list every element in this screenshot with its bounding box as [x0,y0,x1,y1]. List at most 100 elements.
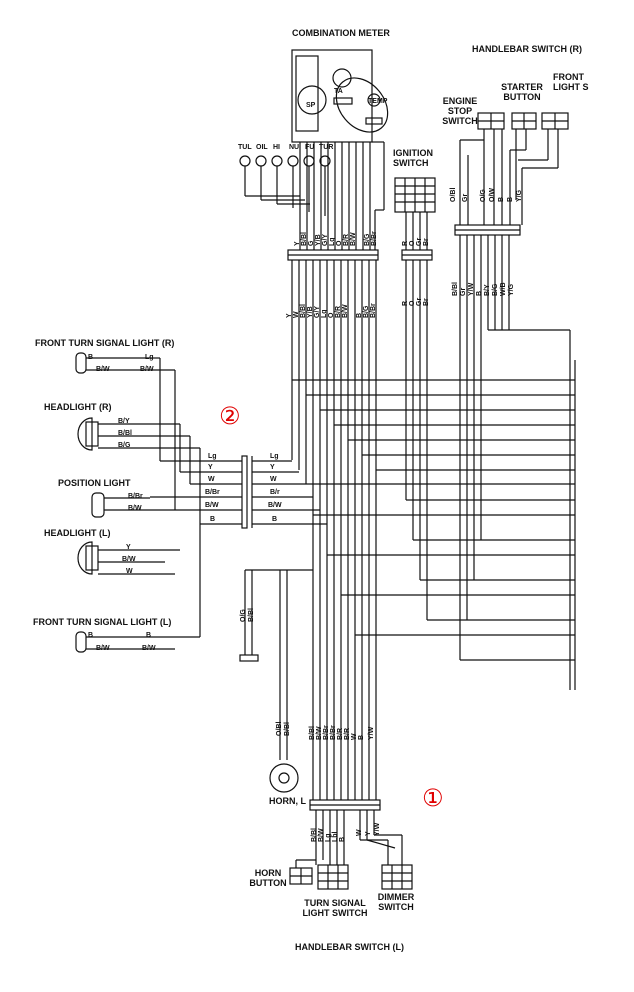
wire-label: B/W [128,505,142,512]
wire-label: B/W [350,232,357,246]
wire-label: Lg [270,453,279,460]
wire-label: B [476,290,483,296]
wire-label: B/Br [205,489,220,496]
wire-label: Y [126,544,131,551]
wire-label: B [498,196,505,202]
wire-label: B [88,632,94,639]
marker-2: ② [219,402,241,430]
front-light-line-1: FRONT [553,72,584,82]
turn-signal-line-1: TURN SIGNAL [304,898,366,908]
connector-2-block [241,455,248,529]
engine-stop-line-2: STOP [447,106,473,116]
horn-l-label: HORN, L [269,796,306,806]
temp-label: TEMP [368,98,388,105]
combination-meter-box [291,49,373,143]
dimmer-switch-label: DIMMER SWITCH [374,892,418,912]
wire-label: O/Bl [276,721,283,736]
turn-signal-switch-block [317,864,349,890]
headlight-r-label: HEADLIGHT (R) [44,402,112,412]
front-turn-signal-l-label: FRONT TURN SIGNAL LIGHT (L) [33,617,172,627]
wire-label: W [208,476,215,483]
wire-label: B [339,836,346,842]
wire-label: B/Br [370,303,377,318]
wire-label: B/r [270,489,280,496]
dimmer-line-2: SWITCH [378,902,414,912]
handlebar-switch-l-label: HANDLEBAR SWITCH (L) [295,942,404,952]
indicator-fu: FU [305,144,315,151]
wire-label: B [210,516,216,523]
dimmer-switch-block [381,864,413,890]
ignition-switch-label: IGNITION SWITCH [393,148,433,168]
front-light-line-2: LIGHT S [553,82,589,92]
wire-label: W/B [500,282,507,296]
wire-label: O/G [240,609,247,622]
wire-label: B [146,632,152,639]
wire-label: B/Bl [284,722,291,736]
indicator-oil: OIL [256,144,268,151]
horn-button-line-1: HORN [254,868,282,878]
speedometer-gauge [297,85,327,115]
wire-label: Y/W [468,282,475,296]
wire-label: B/Br [128,493,143,500]
wire-label: Br [423,238,430,246]
wire-label: B [88,354,94,361]
wire-label: O/G [480,189,487,202]
wire-label: B [507,196,514,202]
wire-label: B/W [140,366,154,373]
wire-label: Y/G [508,283,515,296]
wire-label: B/W [205,502,219,509]
wire-label: Lg [145,354,154,361]
wire-label: Gr [462,193,469,202]
turn-signal-switch-label: TURN SIGNAL LIGHT SWITCH [300,898,370,918]
wire-label: Gr [460,287,467,296]
position-light-label: POSITION LIGHT [58,478,131,488]
horn-button-label: HORN BUTTON [248,868,288,888]
marker-1: ① [422,784,444,812]
engine-stop-line-3: SWITCH [442,116,478,126]
wire-label: B [272,516,278,523]
wire-label: B/Bl [118,430,132,437]
turn-signal-line-2: LIGHT SWITCH [302,908,368,918]
wire-label: Y/G [516,189,523,202]
engine-stop-line-1: ENGINE [442,96,478,106]
wire-label: B/W [96,366,110,373]
wire-label: W [126,568,133,575]
handlebar-switch-r-label: HANDLEBAR SWITCH (R) [472,44,582,54]
wire-label: B/Br [371,231,378,246]
wire-label: O/Bl [450,187,457,202]
wire-label: B/Y [118,418,130,425]
wire-label: Y/W [374,822,381,836]
horn-button-line-2: BUTTON [249,878,287,888]
front-turn-signal-r-label: FRONT TURN SIGNAL LIGHT (R) [35,338,175,348]
ignition-line-1: IGNITION [393,148,433,158]
wire-label: Lg [208,453,217,460]
wire-label: O/W [489,188,496,202]
wire-label: Y/W [368,726,375,740]
indicator-tur: TUR [319,144,334,151]
wire-label: B/W [268,502,282,509]
wire-label: B/G [492,283,499,296]
wire-label: B/W [122,556,136,563]
wire-label: W [270,476,277,483]
wire-label: B/W [96,645,110,652]
engine-stop-switch-label: ENGINE STOP SWITCH [440,96,480,126]
headlight-l-label: HEADLIGHT (L) [44,528,111,538]
wire-label: Y [208,464,213,471]
wire-label: Br [423,298,430,306]
wire-label: Y [270,464,275,471]
indicator-nu: NU [289,144,300,151]
wire-label: B/W [142,645,156,652]
horn-symbol [269,763,299,793]
combination-meter-label: COMBINATION METER [292,28,390,38]
ta-label: TA [334,88,343,95]
starter-line-1: STARTER [501,82,543,92]
starter-line-2: BUTTON [503,92,541,102]
wire-label: W [356,829,363,836]
front-light-switch-label: FRONT LIGHT S [553,72,589,92]
sp-label: SP [306,102,316,109]
wire-label: B/Y [484,284,491,296]
tachometer-gauge [332,68,352,88]
wire-label: B/Bl [452,282,459,296]
starter-button-label: STARTER BUTTON [500,82,544,102]
wire-label: B/W [342,304,349,318]
